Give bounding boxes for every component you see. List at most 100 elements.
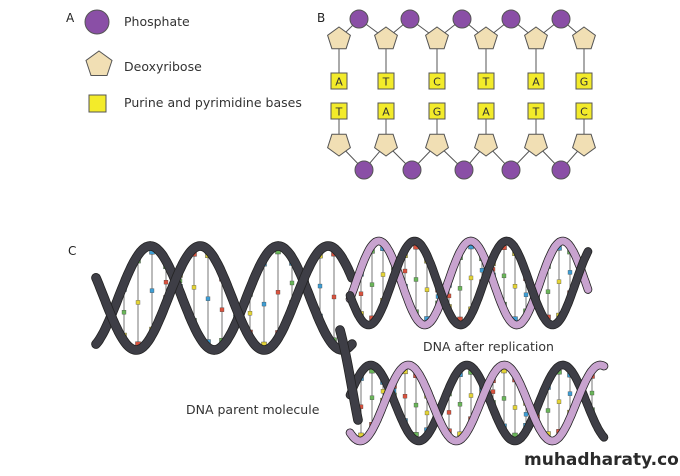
base-box <box>477 72 495 90</box>
base-marker <box>402 268 408 274</box>
base-marker <box>512 284 518 289</box>
legend-phosphate-label: Phosphate <box>124 14 190 29</box>
watermark: muhadharaty.com <box>524 450 680 470</box>
base-marker <box>369 282 375 287</box>
base-marker <box>289 280 295 286</box>
parent-helix <box>91 241 357 355</box>
base-marker <box>556 399 562 404</box>
strand-a <box>346 361 608 445</box>
base-marker <box>446 410 452 415</box>
base-marker <box>545 408 551 413</box>
base-marker <box>457 402 463 407</box>
base-marker <box>413 277 419 282</box>
base-letter: G <box>580 76 589 89</box>
base-icon <box>88 94 107 113</box>
base-marker <box>457 286 463 291</box>
panel-label-c: C <box>68 244 76 258</box>
phosphate <box>354 160 374 180</box>
phosphate <box>452 9 472 29</box>
phosphate <box>551 9 571 29</box>
base-letter: A <box>382 106 390 119</box>
base-marker <box>424 410 430 416</box>
phosphate <box>501 160 521 180</box>
base-marker <box>219 307 225 312</box>
deoxyribose <box>572 26 596 50</box>
phosphate-icon <box>84 9 110 35</box>
base-marker <box>523 292 529 297</box>
dna-helix-replication <box>91 236 609 446</box>
base-box <box>575 102 593 120</box>
base-marker <box>556 279 562 284</box>
base-marker <box>413 402 419 408</box>
base-marker <box>247 311 253 316</box>
base-box <box>330 72 348 90</box>
strand-b <box>346 361 608 445</box>
connecting-strand <box>336 326 362 424</box>
base-letter: C <box>433 76 441 89</box>
base-marker <box>358 291 364 296</box>
base-marker <box>121 310 127 315</box>
base-letter: T <box>482 76 490 89</box>
base-marker <box>275 290 281 295</box>
base-box <box>428 102 446 120</box>
base-letter: G <box>433 106 442 119</box>
deoxyribose <box>425 26 449 50</box>
base-letter: A <box>482 106 490 119</box>
base-box <box>428 72 446 90</box>
base-marker <box>567 391 573 396</box>
deoxyribose <box>524 26 548 50</box>
base-letter: C <box>580 106 588 119</box>
base-letter: T <box>335 106 343 119</box>
strand-a <box>346 237 592 329</box>
deoxyribose <box>374 133 398 157</box>
base-box <box>330 102 348 120</box>
phosphate <box>400 9 420 29</box>
base-box <box>377 72 395 90</box>
base-box <box>575 72 593 90</box>
deoxyribose <box>327 26 351 50</box>
base-box <box>477 102 495 120</box>
base-marker <box>501 396 507 401</box>
base-marker <box>402 394 408 399</box>
base-marker <box>468 275 474 281</box>
base-marker <box>135 300 141 305</box>
caption-parent-molecule: DNA parent molecule <box>186 402 320 417</box>
deoxyribose <box>524 133 548 157</box>
panel-label-a: A <box>66 11 75 25</box>
base-marker <box>545 289 551 294</box>
phosphate <box>349 9 369 29</box>
deoxyribose-icon <box>85 50 113 76</box>
phosphate <box>454 160 474 180</box>
base-marker <box>317 283 323 289</box>
phosphate <box>551 160 571 180</box>
legend: A Phosphate Deoxyribose Purine and pyrim… <box>66 9 302 113</box>
base-marker <box>261 301 267 307</box>
base-marker <box>191 285 197 290</box>
base-marker <box>567 270 573 275</box>
base-marker <box>380 272 386 277</box>
strand-a <box>92 242 356 354</box>
base-box <box>377 102 395 120</box>
base-marker <box>205 296 211 301</box>
deoxyribose <box>474 26 498 50</box>
legend-deoxyribose-label: Deoxyribose <box>124 59 202 74</box>
base-letter: T <box>532 106 540 119</box>
base-marker <box>149 288 155 293</box>
base-marker <box>331 294 337 300</box>
base-marker <box>163 279 169 285</box>
base-letter: A <box>532 76 540 89</box>
deoxyribose <box>327 133 351 157</box>
base-marker <box>512 405 518 410</box>
base-marker <box>369 395 375 400</box>
daughter-helix-upper <box>345 236 593 330</box>
deoxyribose <box>374 26 398 50</box>
phosphate <box>402 160 422 180</box>
deoxyribose <box>572 133 596 157</box>
base-box <box>527 102 545 120</box>
strand-b <box>92 241 356 355</box>
caption-after-replication: DNA after replication <box>423 339 554 354</box>
legend-bases-label: Purine and pyrimidine bases <box>124 95 302 110</box>
